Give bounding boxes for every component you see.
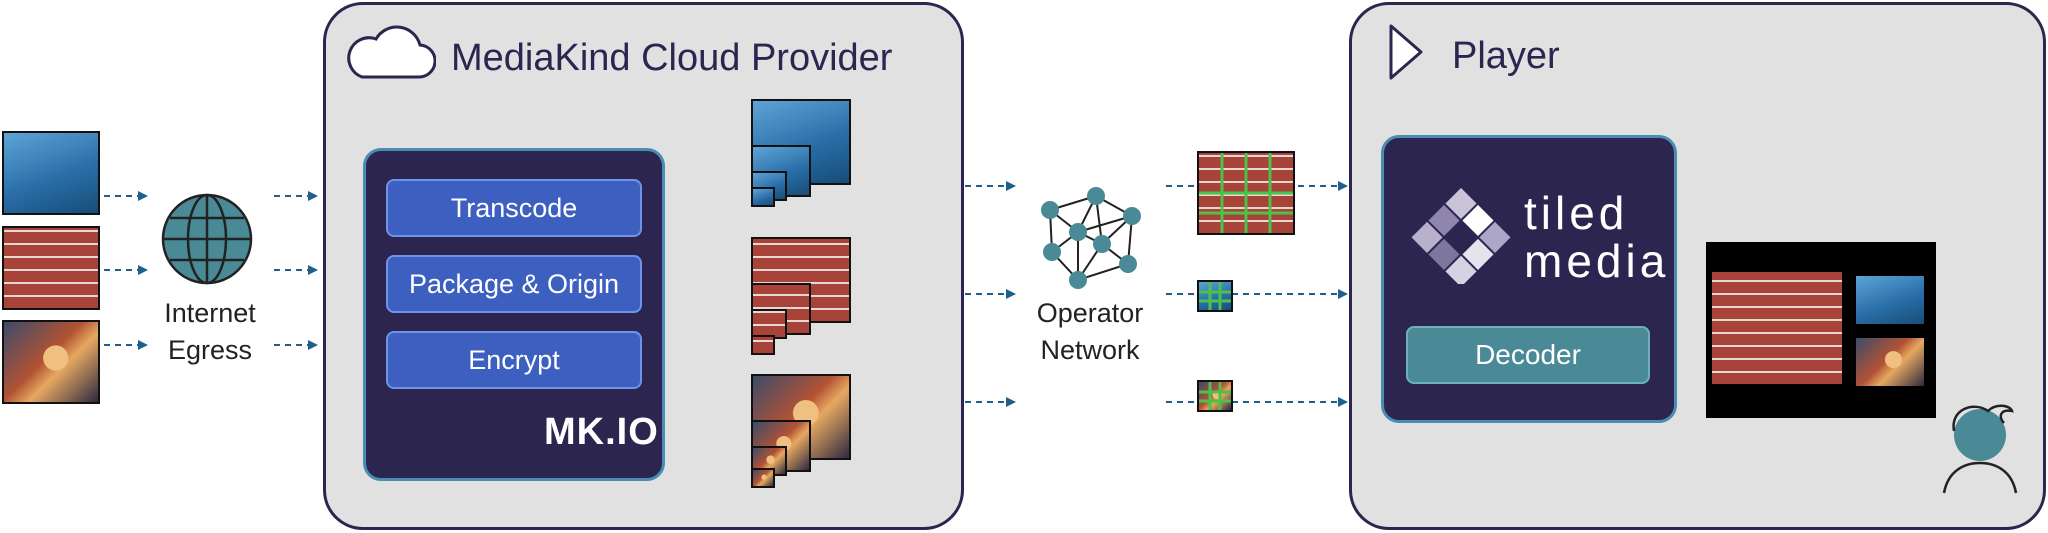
globe-icon [161,193,253,285]
network-line1: Operator [1036,298,1144,328]
player-panel: Player tiled media Decoder [1349,2,2046,530]
source-thumb-hurdles [2,226,100,310]
user-icon [1942,404,2018,494]
tiledmedia-logo-line2: media [1524,235,1670,287]
source-thumb-pole-vault [2,131,100,215]
tile-grid-small-2 [1197,380,1233,412]
output-thumb-2 [1856,338,1924,386]
cloud-icon [347,25,436,79]
network-icon [1041,187,1141,289]
encrypt-button[interactable]: Encrypt [386,331,642,389]
decoder-button[interactable]: Decoder [1406,326,1650,384]
egress-line1: Internet [164,298,256,328]
cloud-provider-panel: MediaKind Cloud Provider Transcode Packa… [323,2,964,530]
tile-grid-small-1 [1197,280,1233,312]
cloud-panel-title: MediaKind Cloud Provider [451,37,893,79]
egress-label: Internet Egress [140,295,280,369]
egress-line2: Egress [167,335,253,365]
package-origin-button[interactable]: Package & Origin [386,255,642,313]
tiledmedia-logo-line1: tiled [1524,187,1629,239]
network-line2: Network [1040,335,1140,365]
processing-box: Transcode Package & Origin Encrypt MK.IO [363,148,665,481]
source-thumb-athlete [2,320,100,404]
output-thumb-1 [1856,276,1924,324]
mkio-logo: MK.IO [544,411,659,453]
tile-grid-full [1197,151,1295,235]
decoder-box: tiled media Decoder [1381,135,1677,423]
tiledmedia-logo-icon [1411,188,1511,284]
transcode-button[interactable]: Transcode [386,179,642,237]
player-output-screen [1706,242,1936,418]
play-icon [1389,24,1423,80]
network-label: Operator Network [1020,295,1160,369]
output-main-view [1712,272,1842,384]
player-panel-title: Player [1452,35,1560,77]
